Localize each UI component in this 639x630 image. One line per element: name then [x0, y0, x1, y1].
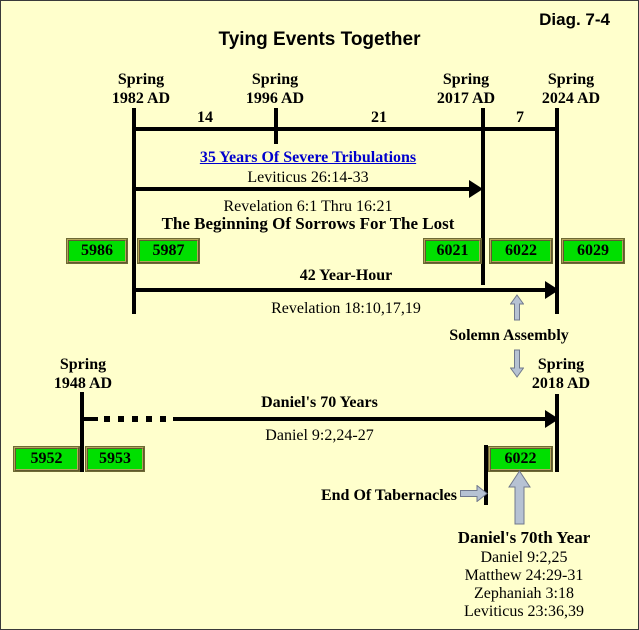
- season-text: Spring: [59, 356, 107, 373]
- daniels-70-years-ref: Daniel 9:2,24-27: [265, 427, 374, 444]
- year-text: 2024 AD: [541, 90, 601, 107]
- date-label-2017: Spring 2017 AD: [426, 70, 506, 108]
- timeline-line-top: [134, 127, 558, 131]
- tick-mark-1982: [132, 108, 136, 314]
- interval-label-7: 7: [516, 109, 524, 126]
- year-box-5987: 5987: [137, 238, 200, 264]
- date-label-2018: Spring 2018 AD: [519, 355, 603, 393]
- right-arrow-icon: [460, 484, 488, 507]
- season-text: Spring: [117, 71, 165, 88]
- up-arrow-icon: [508, 470, 531, 530]
- year-text: 2017 AD: [436, 90, 496, 107]
- year-text: 2018 AD: [531, 375, 591, 392]
- interval-label-21: 21: [371, 109, 387, 126]
- tribulation-link[interactable]: 35 Years Of Severe Tribulations: [199, 149, 417, 166]
- year-box-6022-top: 6022: [489, 238, 553, 264]
- date-label-1996: Spring 1996 AD: [235, 70, 315, 108]
- year-box-6022-bottom: 6022: [488, 446, 553, 472]
- daniels-70th-year-title: Daniel's 70th Year: [457, 528, 591, 547]
- scripture-ref: Matthew 24:29-31: [464, 567, 584, 584]
- year-box-5953: 5953: [85, 446, 145, 472]
- tick-mark-1948: [80, 392, 84, 472]
- end-of-tabernacles-label: End Of Tabernacles: [320, 487, 457, 504]
- scripture-ref: Leviticus 23:36,39: [464, 603, 584, 620]
- dashed-line-start: [82, 417, 98, 421]
- tick-mark-2017: [481, 108, 485, 285]
- interval-label-14: 14: [197, 109, 213, 126]
- page-title: Tying Events Together: [218, 29, 421, 50]
- scripture-ref: Zephaniah 3:18: [474, 585, 574, 602]
- date-label-1982: Spring 1982 AD: [101, 70, 181, 108]
- daniels-70-years-label: Daniel's 70 Years: [261, 394, 378, 411]
- season-text: Spring: [547, 71, 595, 88]
- tick-mark-2024: [555, 108, 559, 314]
- year-box-5986: 5986: [66, 238, 128, 264]
- tribulation-arrowhead: [469, 180, 483, 198]
- tribulation-caption: The Beginning Of Sorrows For The Lost: [161, 214, 455, 233]
- tick-mark-2018: [555, 394, 559, 472]
- scripture-ref: Daniel 9:2,25: [480, 549, 568, 566]
- daniels-70-years-arrow-line: [173, 417, 546, 421]
- season-text: Spring: [442, 71, 490, 88]
- date-label-2024: Spring 2024 AD: [531, 70, 611, 108]
- up-arrow-icon: [509, 294, 525, 326]
- tick-mark-1996: [274, 108, 278, 144]
- tribulation-ref2: Revelation 6:1 Thru 16:21: [223, 198, 393, 215]
- year-text: 1982 AD: [111, 90, 171, 107]
- date-label-1948: Spring 1948 AD: [41, 355, 125, 393]
- tribulation-ref: Leviticus 26:14-33: [247, 169, 369, 186]
- tabernacles-divider-bar: [484, 445, 488, 505]
- year-box-6029: 6029: [561, 238, 625, 264]
- season-text: Spring: [537, 356, 585, 373]
- year-hour-ref: Revelation 18:10,17,19: [271, 300, 421, 317]
- year-text: 1948 AD: [53, 375, 113, 392]
- tribulation-arrow-line: [134, 187, 469, 191]
- year-hour-arrowhead: [545, 281, 559, 299]
- year-hour-arrow-line: [134, 288, 545, 292]
- diagram-number-label: Diag. 7-4: [539, 10, 610, 29]
- down-arrow-icon: [509, 349, 525, 383]
- year-box-5952: 5952: [13, 446, 80, 472]
- year-text: 1996 AD: [245, 90, 305, 107]
- year-box-6021: 6021: [423, 238, 482, 264]
- season-text: Spring: [251, 71, 299, 88]
- dotted-line-segment: [104, 416, 172, 422]
- solemn-assembly-label: Solemn Assembly: [449, 327, 569, 344]
- year-hour-label: 42 Year-Hour: [299, 267, 393, 284]
